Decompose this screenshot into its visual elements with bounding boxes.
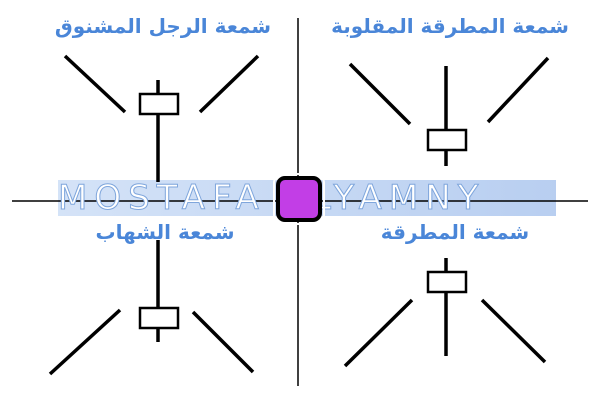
- candle-body: [426, 270, 468, 294]
- label-inverted-hammer: شمعة المطرقة المقلوبة: [331, 14, 569, 38]
- candle-inverted-hammer-group: [348, 56, 550, 166]
- arrow-line: [48, 308, 122, 376]
- label-hanging-man: شمعة الرجل المشنوق: [54, 14, 272, 38]
- candle-body: [138, 92, 180, 116]
- candle-hammer-group: [343, 258, 547, 368]
- candle-shooting-star-group: [48, 240, 255, 376]
- arrow-line: [348, 62, 412, 126]
- arrow-line: [191, 310, 255, 374]
- arrow-line: [63, 54, 127, 114]
- center-square: [276, 176, 322, 222]
- center-square-outline: [273, 173, 325, 225]
- label-shooting-star: شمعة الشهاب: [95, 220, 235, 244]
- watermark-text: MOSTAFA ELYAMNY: [58, 178, 486, 219]
- arrow-line: [480, 298, 547, 364]
- arrow-line: [198, 54, 260, 114]
- candle-body: [426, 128, 468, 152]
- candle-hanging-man-group: [63, 54, 260, 182]
- candle-body: [138, 306, 180, 330]
- arrow-line: [343, 298, 414, 368]
- label-hammer: شمعة المطرقة: [380, 220, 530, 244]
- arrow-line: [486, 56, 550, 124]
